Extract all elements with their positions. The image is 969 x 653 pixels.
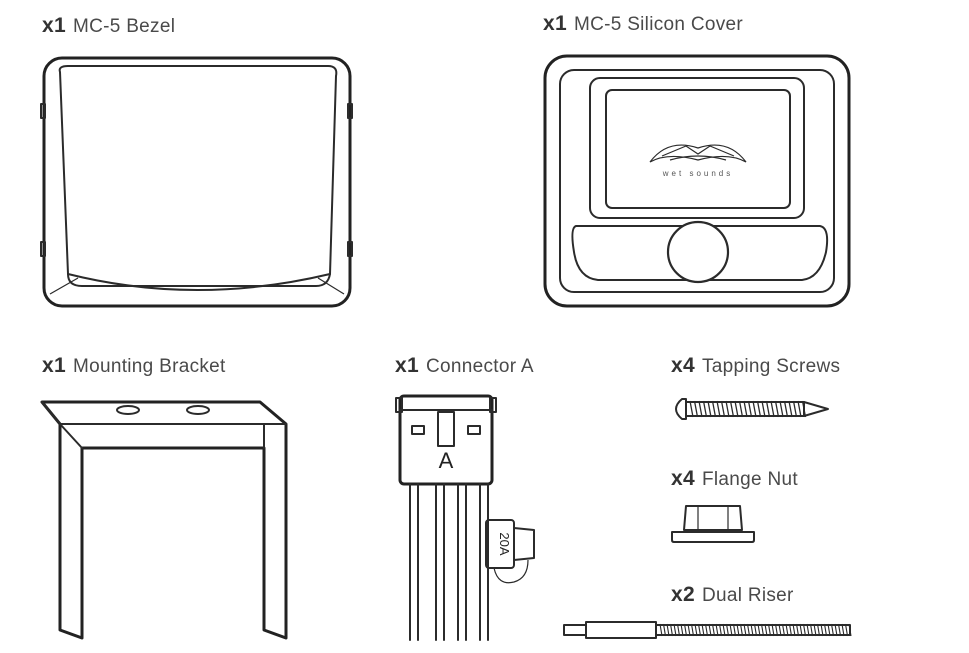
fuse-rating: 20A (497, 532, 512, 555)
connector-icon: A 20A (394, 390, 554, 645)
item-label-dual-riser: x2 Dual Riser (671, 583, 794, 607)
item-qty: x4 (671, 354, 695, 377)
bezel-icon (38, 54, 358, 312)
item-name: Flange Nut (701, 469, 798, 490)
item-name: Dual Riser (701, 585, 794, 606)
flange-nut-icon (668, 500, 758, 546)
item-qty: x1 (42, 14, 66, 37)
item-name: MC-5 Silicon Cover (573, 14, 744, 35)
item-label-flange-nut: x4 Flange Nut (671, 467, 798, 491)
item-qty: x1 (42, 354, 66, 377)
logo-text: wet sounds (662, 169, 733, 178)
dual-riser-icon (560, 616, 855, 644)
item-qty: x1 (543, 12, 567, 35)
wet-sounds-logo-icon (649, 144, 747, 163)
item-label-bezel: x1 MC-5 Bezel (42, 14, 175, 38)
silicon-cover-icon: wet sounds (540, 52, 855, 310)
item-label-connector-a: x1 Connector A (395, 354, 534, 378)
item-qty: x4 (671, 467, 695, 490)
item-name: Tapping Screws (701, 356, 841, 377)
mounting-bracket-icon (38, 394, 293, 644)
connector-letter: A (439, 448, 454, 473)
item-label-tapping-screws: x4 Tapping Screws (671, 354, 840, 378)
item-label-mounting-bracket: x1 Mounting Bracket (42, 354, 226, 378)
item-label-silicon-cover: x1 MC-5 Silicon Cover (543, 12, 743, 36)
item-name: Mounting Bracket (72, 356, 226, 377)
item-name: MC-5 Bezel (72, 16, 176, 37)
item-qty: x2 (671, 583, 695, 606)
item-qty: x1 (395, 354, 419, 377)
screw-icon (668, 396, 833, 422)
fuse-holder-icon: 20A (485, 519, 535, 584)
item-name: Connector A (425, 356, 534, 377)
